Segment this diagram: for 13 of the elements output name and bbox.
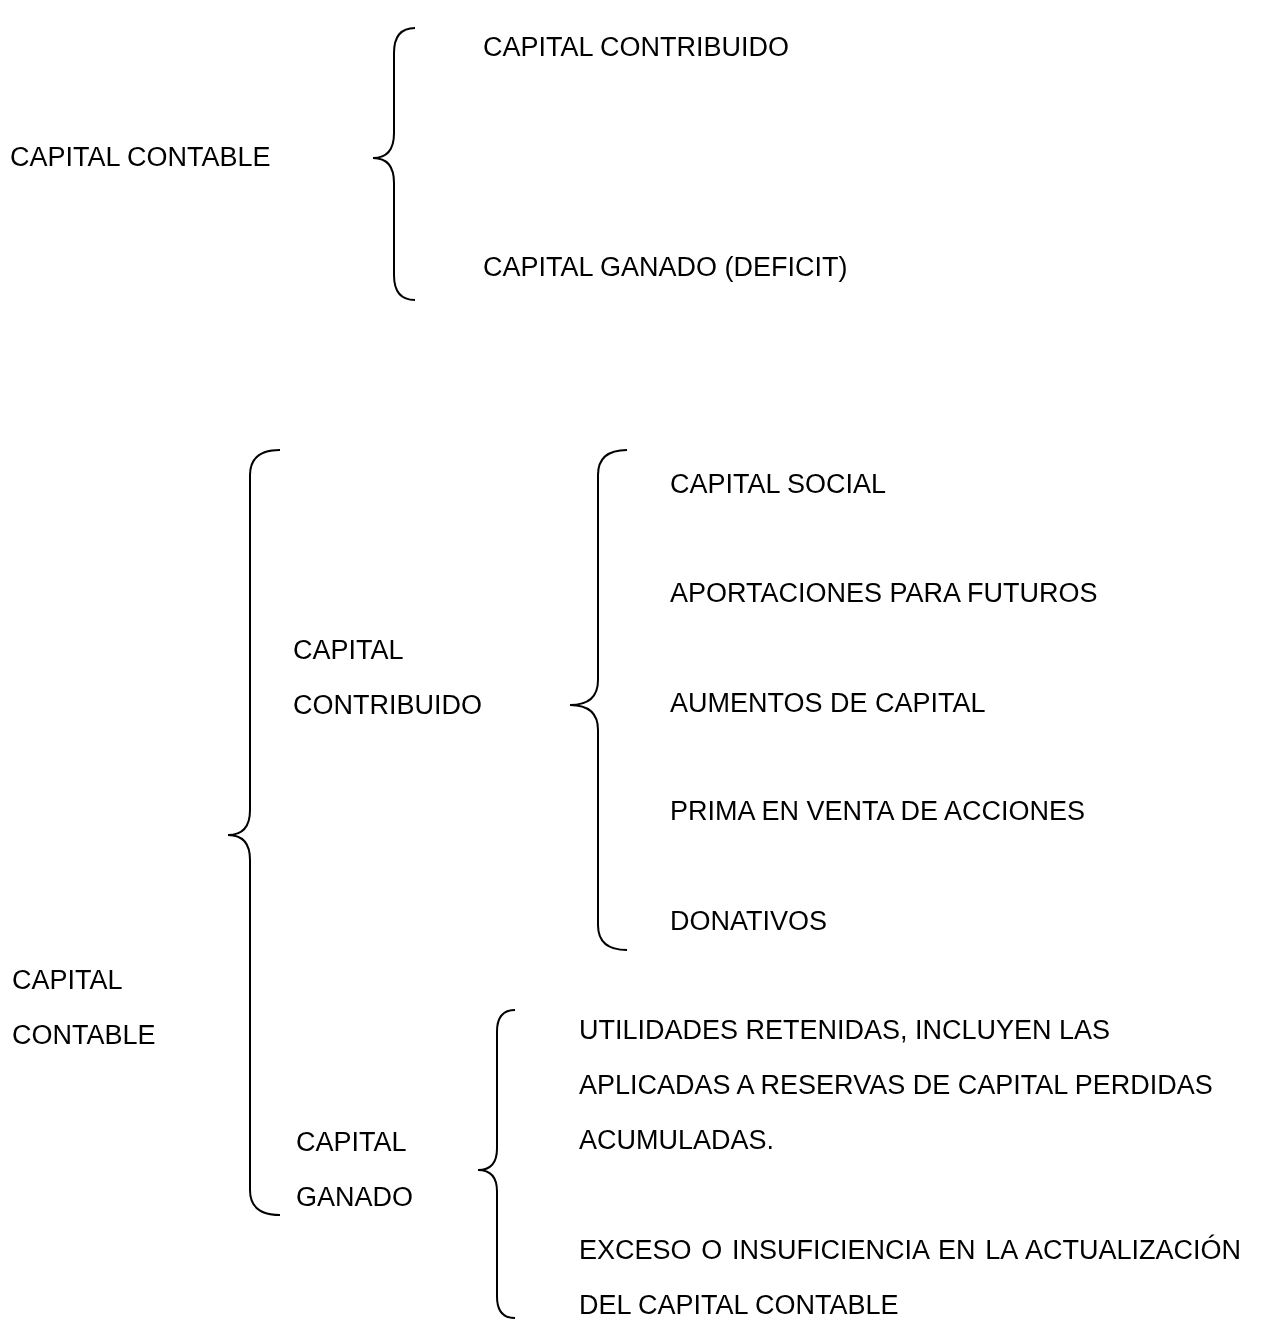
item-text: DONATIVOS (670, 905, 828, 938)
item-text: PRIMA EN VENTA DE ACCIONES (670, 795, 1086, 828)
item-text: APORTACIONES PARA FUTUROS (670, 577, 1098, 610)
item-text: CAPITAL SOCIAL (670, 468, 887, 501)
category-label: CAPITAL CONTABLE (12, 964, 157, 1052)
category-label: CAPITAL GANADO (296, 1126, 415, 1214)
item-text: AUMENTOS DE CAPITAL (670, 687, 986, 720)
item-text: CAPITAL GANADO (DEFICIT) (483, 251, 848, 284)
category-label: CAPITAL CONTRIBUIDO (293, 634, 483, 722)
item-text: CAPITAL CONTRIBUIDO (483, 31, 790, 64)
item-text: EXCESO O INSUFICIENCIA EN LA ACTUALIZACIÓN DEL CAPITAL CONTABLE (579, 1233, 1241, 1322)
item-text: UTILIDADES RETENIDAS, INCLUYEN LAS APLICADAS A RESERVAS DE CAPITAL PERDIDAS ACUMULADAS. (579, 1014, 1214, 1157)
category-label: CAPITAL CONTABLE (10, 141, 271, 174)
